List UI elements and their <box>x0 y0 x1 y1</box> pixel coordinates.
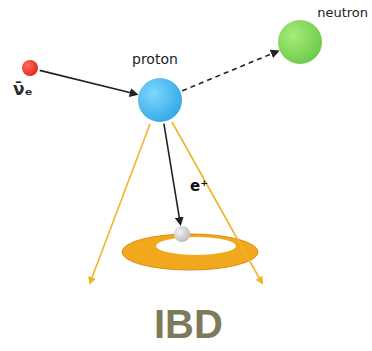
reaction-label: IBD <box>154 304 223 344</box>
particle-label: ν̄ₑ <box>13 80 33 99</box>
neutron-particle: neutron <box>278 20 322 64</box>
particle-label: proton <box>132 52 178 67</box>
positron-particle: e⁺ <box>174 226 190 242</box>
proton-particle: proton <box>138 78 182 122</box>
antineutrino-particle: ν̄ₑ <box>22 60 38 76</box>
reaction-arrow <box>40 70 137 94</box>
reaction-arrow <box>164 124 180 224</box>
reaction-arrow <box>182 51 278 91</box>
particle-label: neutron <box>317 6 368 20</box>
particle-label: e⁺ <box>190 178 208 195</box>
